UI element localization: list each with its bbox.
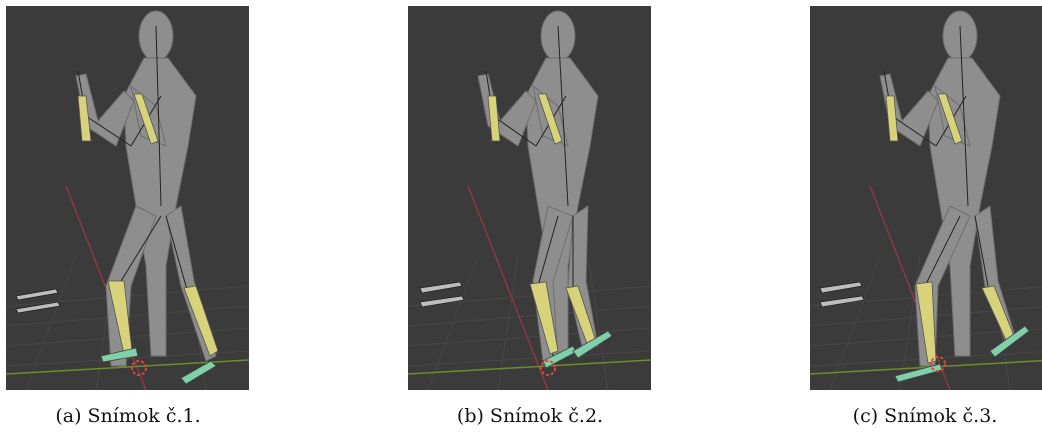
caption-c: (c) Snímok č.3.: [852, 405, 998, 427]
3d-viewport-a[interactable]: [6, 6, 249, 390]
caption-b: (b) Snímok č.2.: [456, 405, 604, 427]
selected-bones: [487, 93, 597, 355]
3d-cursor[interactable]: [540, 360, 556, 376]
figure-c: [810, 6, 1042, 390]
ik-target-bones: [819, 281, 865, 308]
figure-a: [6, 6, 249, 390]
x-axis-line: [869, 185, 951, 390]
selected-bones: [77, 93, 219, 357]
3d-viewport-b[interactable]: [408, 6, 651, 390]
selected-bones: [885, 93, 1015, 364]
y-axis-line: [408, 359, 651, 375]
3d-cursor[interactable]: [930, 356, 946, 372]
ik-target-bones: [419, 281, 465, 308]
x-axis-line: [467, 185, 549, 390]
foot-bones: [100, 347, 217, 385]
figure-b: [408, 6, 651, 390]
3d-viewport-c[interactable]: [810, 6, 1042, 390]
3d-cursor[interactable]: [131, 360, 147, 376]
caption-a: (a) Snímok č.1.: [55, 405, 201, 427]
ik-target-bones: [15, 288, 61, 314]
viewport-grid: [408, 255, 651, 390]
